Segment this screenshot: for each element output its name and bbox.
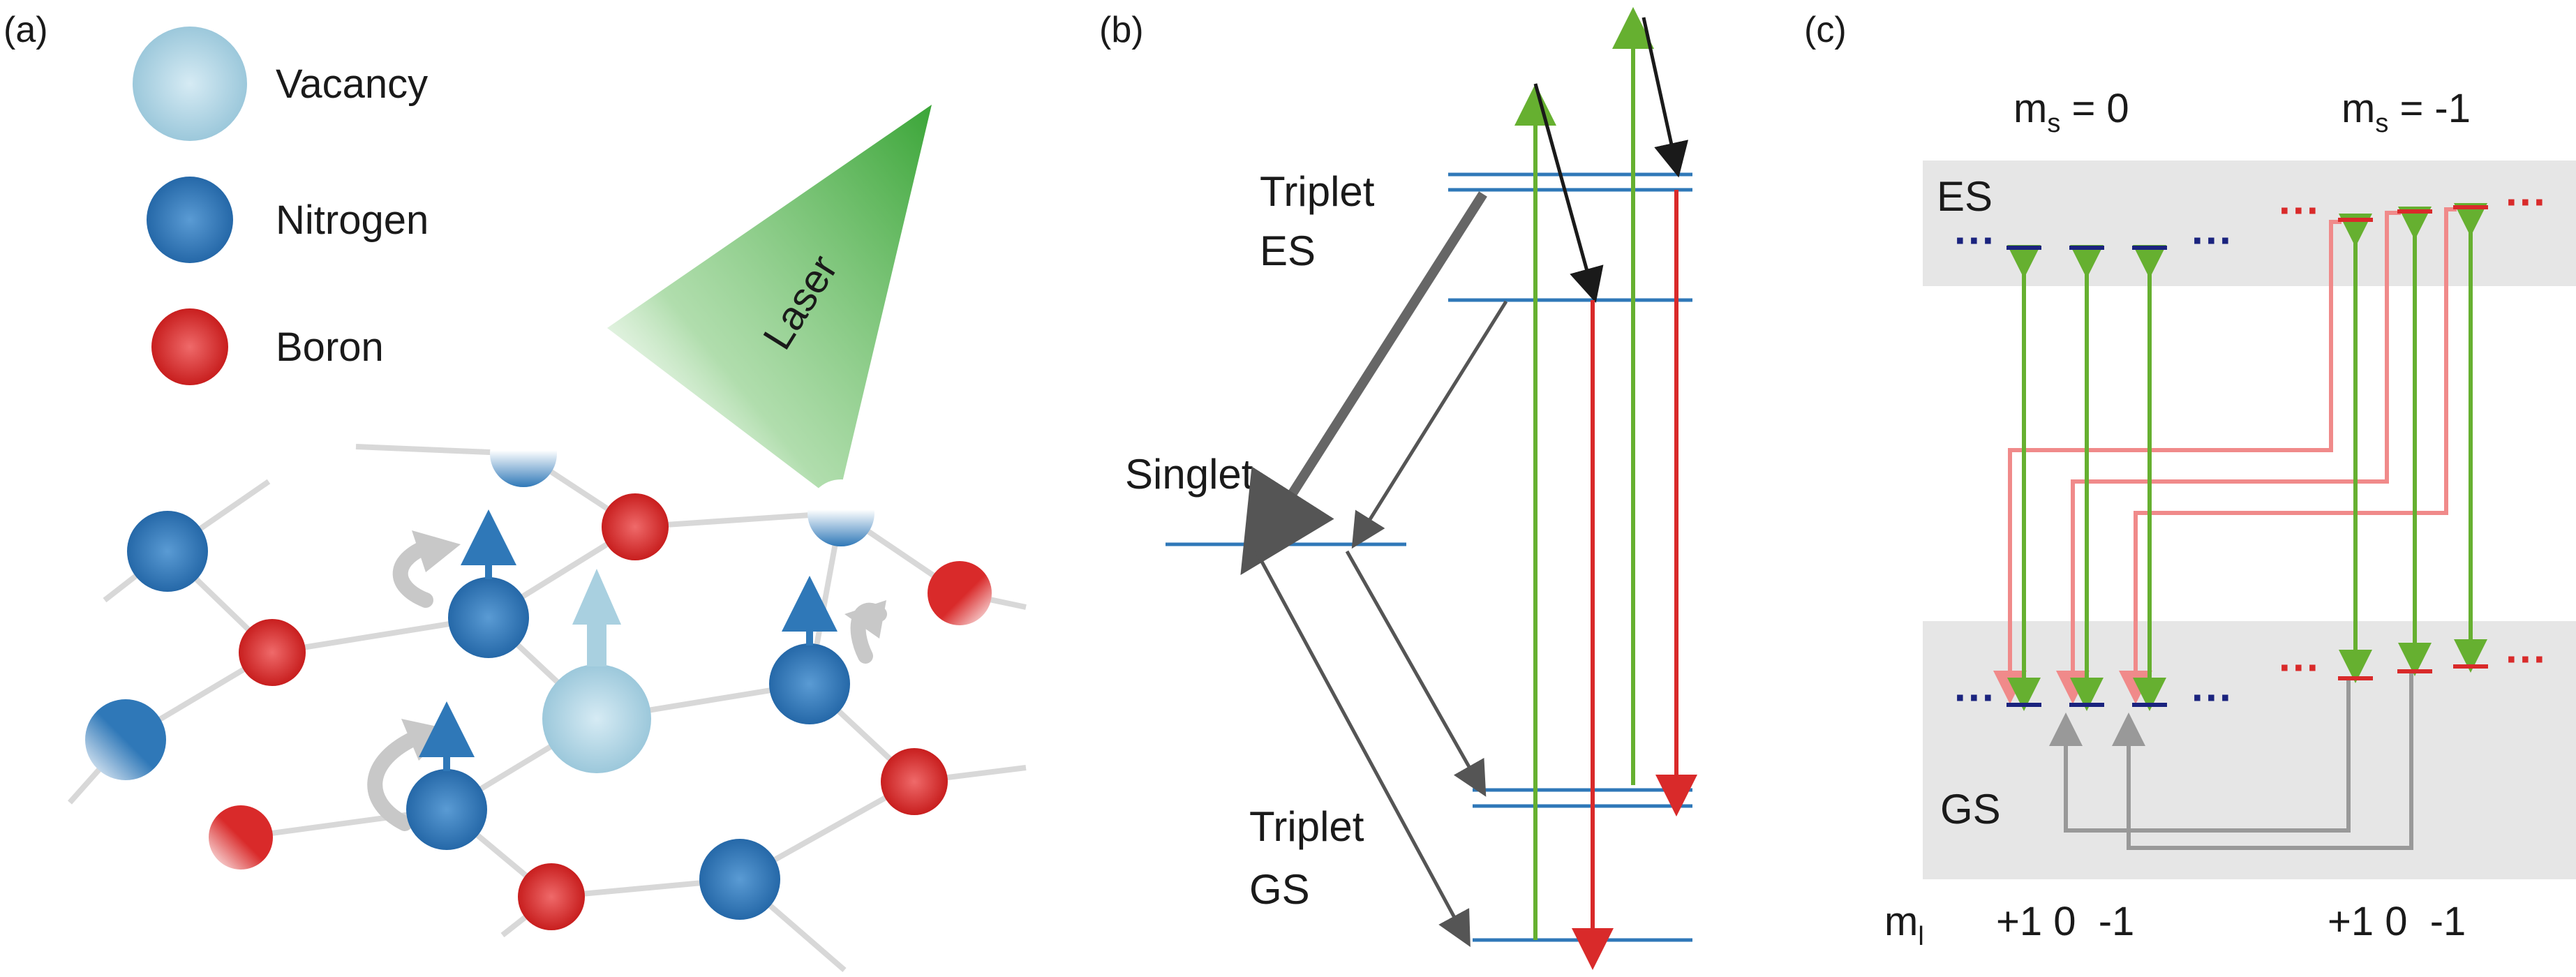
ms0-main: m: [2013, 86, 2047, 131]
singlet-decay-arrow-1: [1254, 550, 1471, 947]
nitrogen-atom: [448, 577, 529, 658]
nitrogen-atom: [807, 479, 874, 546]
ms1-main: m: [2342, 86, 2375, 131]
gs-dots-mid: ···: [2191, 674, 2233, 721]
panel-c-label: (c): [1804, 10, 1847, 50]
ms1-value: = -1: [2388, 86, 2471, 131]
triplet-gs-label-line2: GS: [1249, 866, 1310, 913]
relaxation-arrow-1: [1533, 83, 1604, 304]
es-band: [1923, 161, 2576, 286]
spin-arrows: [419, 509, 837, 771]
panel-a: (a) Vacancy Nitrogen Boron Laser: [3, 10, 1027, 973]
nitrogen-atom: [490, 420, 557, 487]
legend-vacancy-icon: [133, 27, 247, 141]
gs-band: [1923, 621, 2576, 879]
ms1-sub: s: [2375, 109, 2388, 138]
energy-levels: [1166, 172, 1692, 942]
singlet-decay-arrow-2: [1345, 550, 1487, 797]
laser-beam: [607, 105, 932, 502]
triplet-es-label-line1: Triplet: [1260, 168, 1375, 215]
ms0-value: = 0: [2060, 86, 2129, 131]
precession-arrowhead-3: [844, 600, 886, 639]
boron-atom: [239, 619, 306, 686]
isc-arrow-strong: [1240, 191, 1487, 576]
triplet-es-label-line2: ES: [1260, 228, 1316, 274]
es-levels: [2007, 205, 2488, 250]
relaxation-arrow-2: [1641, 17, 1689, 178]
es-dots-left: ···: [1954, 217, 1996, 264]
nitrogen-atom: [85, 699, 166, 780]
nitrogen-atom: [769, 643, 850, 724]
panel-c: (c) ms = 0 ms = -1 ES GS ··· ··· ··· ···…: [1804, 10, 2576, 951]
ms0-header: ms = 0: [2013, 86, 2129, 138]
boron-atom: [209, 805, 273, 870]
nitrogen-atom: [406, 769, 487, 850]
ms0-sub: s: [2047, 109, 2060, 138]
optical-transitions: [2007, 203, 2487, 711]
legend-vacancy-label: Vacancy: [276, 61, 428, 107]
panel-b-label: (b): [1099, 10, 1144, 50]
nitrogen-atom: [699, 839, 780, 920]
gs-cross-paths: [2049, 673, 2413, 850]
vacancy-spin-arrowhead: [572, 569, 621, 625]
gs-dots-red-right: ···: [2506, 636, 2547, 683]
gs-dots-red-left: ···: [2279, 644, 2321, 691]
boron-atom: [602, 493, 669, 560]
gs-label: GS: [1940, 786, 2001, 833]
vacancy-site: [542, 664, 651, 773]
es-dots-mid: ···: [2191, 217, 2233, 264]
precession-arrowhead-1: [412, 530, 461, 572]
gs-levels: [2007, 664, 2488, 707]
legend-boron-label: Boron: [276, 325, 384, 370]
ml-main: m: [1884, 899, 1918, 944]
boron-atom: [518, 863, 585, 930]
legend-boron-icon: [151, 308, 228, 385]
boron-atom: [928, 561, 992, 625]
ml-values-left: +1 0 -1: [1996, 899, 2134, 944]
es-label: ES: [1937, 173, 1993, 220]
nitrogen-atom: [127, 511, 208, 592]
panel-a-label: (a): [3, 10, 48, 50]
boron-atom: [881, 748, 948, 815]
legend-nitrogen-icon: [147, 177, 233, 263]
panel-b: (b) Triplet ES Singlet Triplet GS: [1099, 7, 1697, 970]
singlet-label: Singlet: [1125, 451, 1253, 498]
ml-label: ml: [1884, 899, 1924, 951]
es-dots-red-left: ···: [2279, 187, 2321, 234]
es-dots-red-right: ···: [2506, 179, 2547, 225]
gs-dots-left: ···: [1954, 674, 1996, 721]
ms1-header: ms = -1: [2342, 86, 2471, 138]
isc-arrow-weak: [1351, 300, 1508, 549]
legend-nitrogen-label: Nitrogen: [276, 197, 429, 243]
triplet-gs-label-line1: Triplet: [1249, 803, 1364, 850]
ml-values-right: +1 0 -1: [2328, 899, 2466, 944]
ml-sub: l: [1918, 922, 1923, 951]
